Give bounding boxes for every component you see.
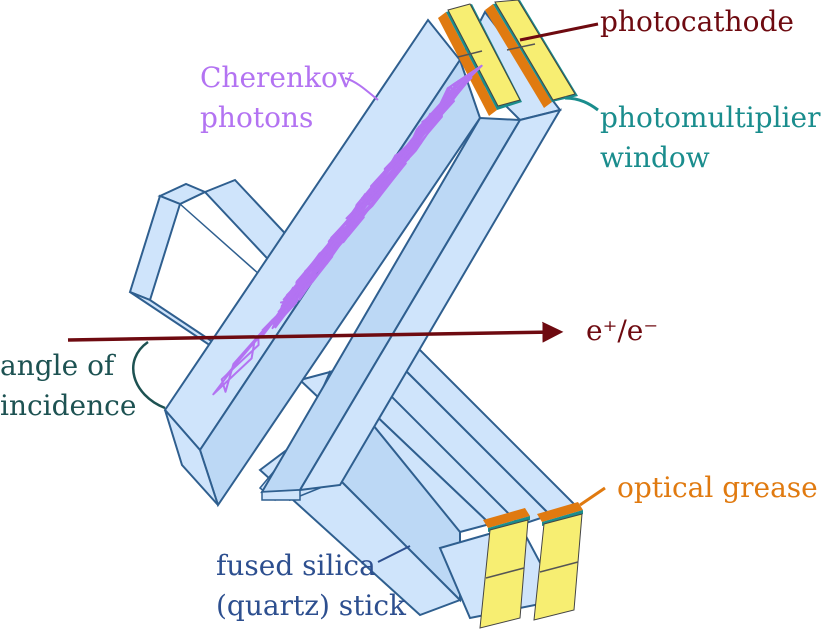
photocathode-leader (519, 22, 599, 42)
photocathode-label: photocathode (600, 5, 794, 38)
stick-label-line1: fused silica (216, 549, 376, 582)
pmt-window-leader (564, 96, 599, 112)
cherenkov-leader (344, 77, 379, 101)
beam-arrow (67, 321, 564, 343)
stick-label-line2: (quartz) stick (216, 589, 407, 622)
photon-track (220, 187, 378, 393)
top-photocathodes (438, 0, 578, 116)
grease-label: optical grease (617, 471, 818, 504)
pmt-window-label-line1: photomultiplier (600, 101, 821, 134)
cherenkov-label-line1: Cherenkov (200, 61, 354, 94)
pmt-window-label-line2: window (600, 141, 710, 174)
stick-leader (377, 545, 411, 563)
angle-label-line2: incidence (0, 389, 137, 422)
angle-arc (132, 340, 166, 410)
cherenkov-label-line2: photons (200, 101, 314, 134)
cherenkov-photon-paths (212, 64, 484, 396)
angle-label-line1: angle of (0, 349, 115, 382)
photon-track (276, 162, 401, 316)
photon-track (311, 73, 473, 267)
beam-label: e⁺/e⁻ (586, 314, 659, 347)
photon-track (212, 240, 331, 396)
photon-track (309, 64, 484, 277)
bottom-photocathodes (479, 502, 583, 629)
grease-leader (579, 486, 606, 507)
